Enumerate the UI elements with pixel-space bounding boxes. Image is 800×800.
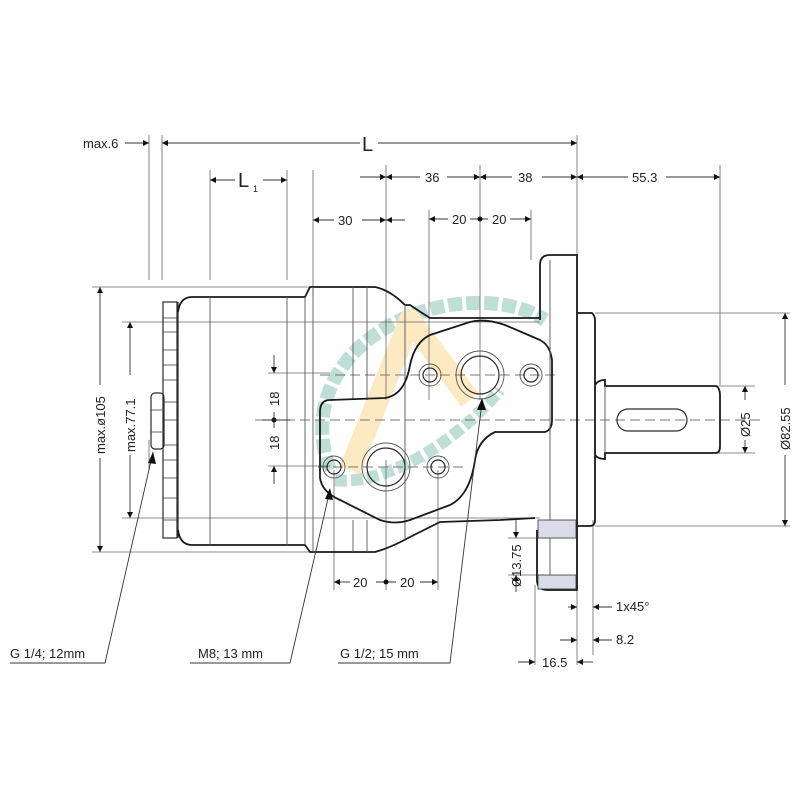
label-20-bottom-right: 20 [400, 575, 414, 590]
end-cap-bolts [150, 301, 179, 539]
label-8-2: 8.2 [616, 632, 634, 647]
label-max-77-1: max.77.1 [123, 399, 138, 452]
callout-leaders [10, 398, 486, 664]
label-max-6: max.6 [83, 136, 118, 151]
label-max-d105: max.ø105 [93, 396, 108, 454]
callout-labels: G 1/4; 12mm M8; 13 mm G 1/2; 15 mm [10, 646, 419, 661]
center-lines [255, 374, 760, 468]
label-L1-subscript: 1 [253, 184, 258, 194]
dimension-lines [97, 140, 788, 665]
extension-lines [92, 135, 790, 665]
label-20-bottom-left: 20 [353, 575, 367, 590]
label-18-top: 18 [267, 392, 282, 406]
label-L1: L [238, 170, 249, 192]
label-38: 38 [518, 170, 532, 185]
motor-body [150, 254, 721, 591]
callout-m8: M8; 13 mm [198, 646, 263, 661]
watermark-logo [315, 295, 549, 487]
label-20-top-right: 20 [492, 212, 506, 227]
label-55-3: 55.3 [632, 170, 657, 185]
label-16-5: 16.5 [542, 655, 567, 670]
port-holes [322, 350, 543, 492]
output-shaft [594, 379, 721, 460]
mounting-flange [536, 254, 578, 591]
label-L: L [362, 134, 373, 156]
label-18-bottom: 18 [267, 436, 282, 450]
callout-g-1-2: G 1/2; 15 mm [340, 646, 419, 661]
dimension-labels: max.6 L L 1 36 38 55.3 30 20 20 max.ø105… [83, 134, 793, 670]
label-d82-55: Ø82.55 [778, 407, 793, 450]
label-30: 30 [338, 213, 352, 228]
label-chamfer-1x45: 1x45° [616, 599, 649, 614]
label-d25: Ø25 [738, 412, 753, 437]
label-36: 36 [425, 170, 439, 185]
label-20-top-left: 20 [452, 212, 466, 227]
label-d13-75: Ø13.75 [509, 544, 524, 587]
callout-g-1-4: G 1/4; 12mm [10, 646, 85, 661]
